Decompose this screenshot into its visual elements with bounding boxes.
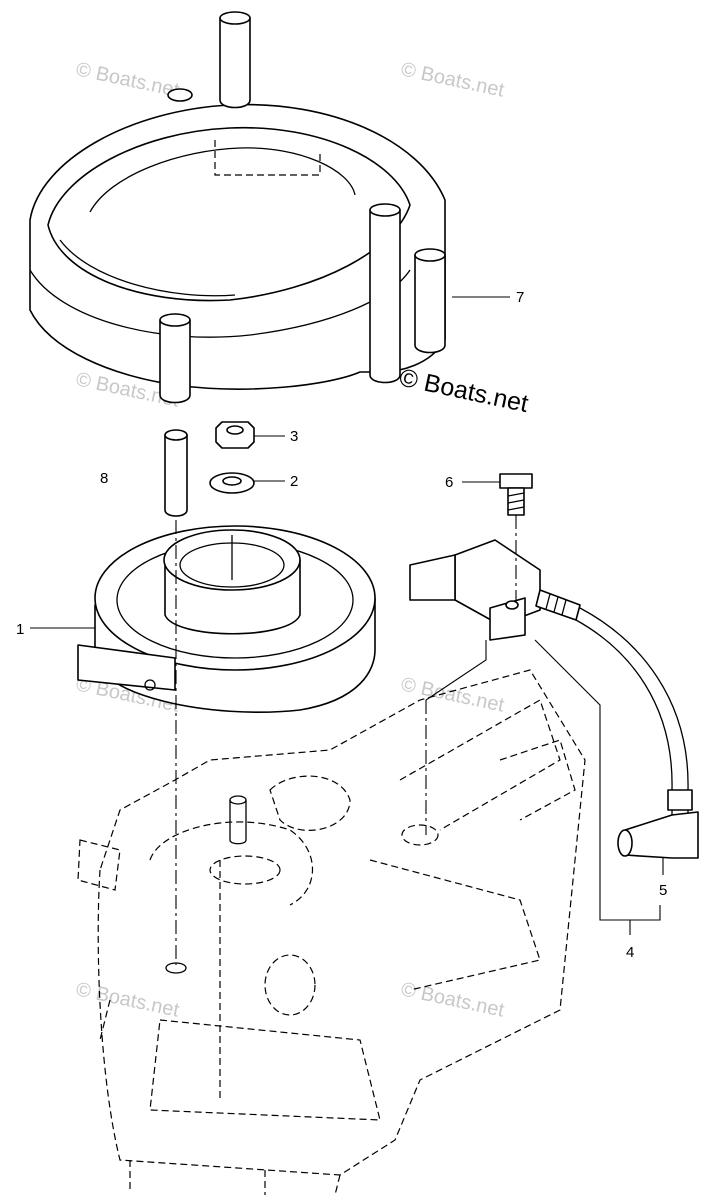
bolt (499, 473, 533, 516)
watermark-7: © Boats.net (399, 978, 507, 1021)
callout-numbers: 7 3 2 8 6 1 5 4 (16, 289, 667, 961)
callout-4: 4 (626, 944, 634, 961)
watermark-2: © Boats.net (399, 58, 507, 101)
alignment-lines (175, 515, 517, 965)
callout-leaders (30, 296, 664, 935)
watermark-main: © Boats.net (397, 363, 531, 418)
watermark-6: © Boats.net (74, 978, 182, 1021)
flywheel-rotor (77, 525, 376, 713)
callout-7: 7 (516, 289, 524, 306)
callout-6: 6 (445, 474, 453, 491)
spark-plug-cap (617, 811, 699, 859)
nut (215, 421, 255, 449)
collar (164, 429, 188, 517)
callout-1: 1 (16, 621, 24, 638)
ignition-coil-assembly (409, 539, 699, 859)
crankcase-housing (77, 669, 586, 1196)
callout-8: 8 (100, 470, 108, 487)
callout-5: 5 (659, 882, 667, 899)
watermark-5: © Boats.net (399, 673, 507, 716)
flywheel-cover (29, 11, 446, 404)
callout-2: 2 (290, 473, 298, 490)
washer (209, 472, 255, 494)
callout-3: 3 (290, 428, 298, 445)
watermark-1: © Boats.net (74, 58, 182, 101)
